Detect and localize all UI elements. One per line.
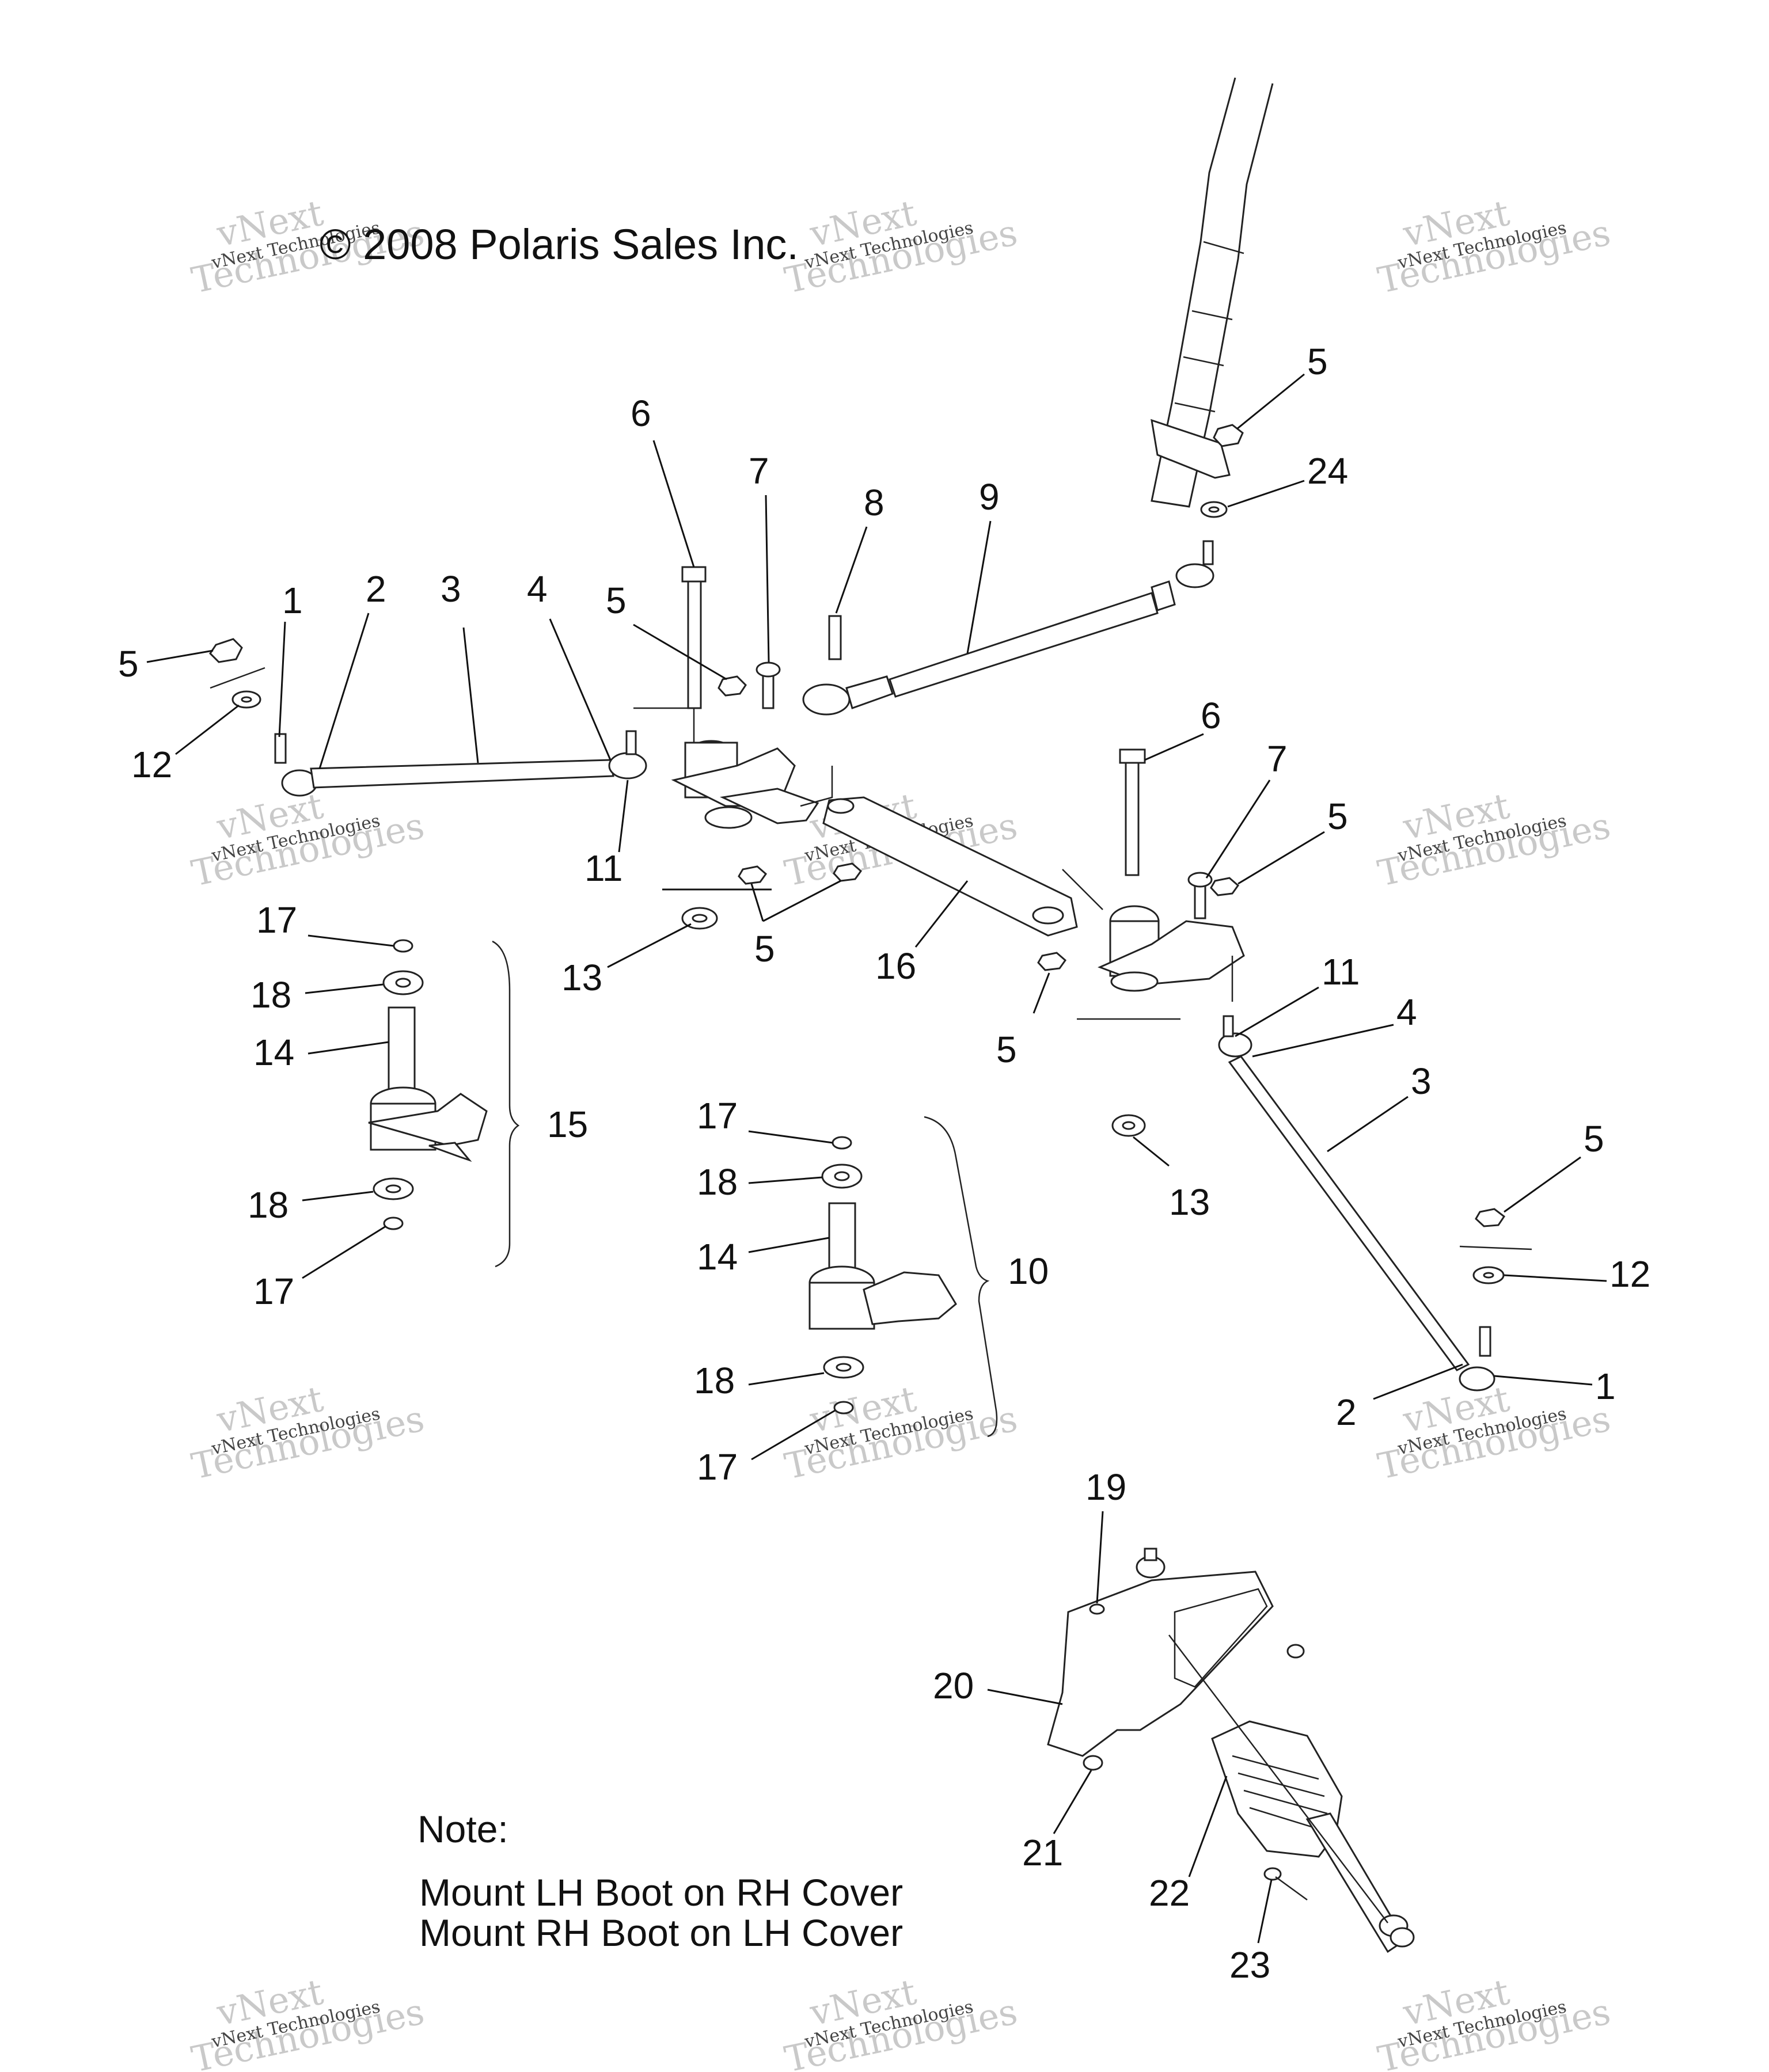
callout-5: 5 <box>754 928 775 970</box>
note-line-1: Mount LH Boot on RH Cover <box>419 1871 903 1914</box>
callout-7: 7 <box>749 450 769 492</box>
callout-5: 5 <box>1584 1118 1604 1159</box>
callout-11: 11 <box>1322 951 1360 993</box>
callout-18: 18 <box>694 1360 735 1401</box>
callout-labels: 1 2 3 4 5 12 11 6 5 7 8 9 5 <box>118 341 1650 1986</box>
callout-14: 14 <box>253 1032 294 1073</box>
right-tie-rod <box>1218 1015 1495 1392</box>
left-idler-arm <box>633 707 833 829</box>
callout-1: 1 <box>282 580 303 621</box>
watermark: vNext Technologies vNext Technologies <box>188 192 428 302</box>
callout-12: 12 <box>131 744 172 785</box>
callout-6: 6 <box>631 393 651 434</box>
assembly-note: Note: Mount LH Boot on RH Cover Mount RH… <box>417 1808 903 1954</box>
watermark: vNext Technologies vNext Technologies <box>1374 785 1614 895</box>
callout-15: 15 <box>547 1104 588 1145</box>
callout-18: 18 <box>697 1161 738 1203</box>
watermark: vNext Technologies vNext Technologies <box>781 1971 1021 2072</box>
note-heading: Note: <box>417 1808 508 1850</box>
callout-11: 11 <box>584 847 622 889</box>
callout-3: 3 <box>1411 1060 1432 1102</box>
callout-5: 5 <box>1327 796 1348 837</box>
upper-drag-link <box>802 540 1214 716</box>
callout-12: 12 <box>1609 1253 1650 1295</box>
steering-rack-boot <box>1047 1548 1415 1953</box>
callout-17: 17 <box>256 899 297 941</box>
callout-10: 10 <box>1008 1250 1049 1292</box>
callout-5: 5 <box>996 1029 1017 1070</box>
fasteners <box>209 424 1532 1284</box>
callout-5: 5 <box>606 580 627 621</box>
callout-21: 21 <box>1022 1832 1063 1873</box>
callout-14: 14 <box>697 1236 738 1278</box>
callout-2: 2 <box>1336 1392 1357 1433</box>
watermark: vNext Technologies vNext Technologies <box>1374 1971 1614 2072</box>
callout-8: 8 <box>864 482 884 523</box>
watermark: vNext Technologies vNext Technologies <box>781 1378 1021 1488</box>
left-tie-rod <box>274 730 647 797</box>
callout-17: 17 <box>253 1271 294 1312</box>
callout-13: 13 <box>1169 1181 1210 1223</box>
watermark: vNext Technologies vNext Technologies <box>188 1378 428 1488</box>
callout-13: 13 <box>561 957 602 998</box>
callout-2: 2 <box>366 568 386 610</box>
callout-7: 7 <box>1267 738 1288 780</box>
callout-19: 19 <box>1085 1466 1126 1508</box>
callout-24: 24 <box>1307 450 1348 492</box>
callout-5: 5 <box>1307 341 1328 382</box>
center-drag-link <box>822 796 1103 937</box>
idler-assembly-15 <box>368 939 520 1268</box>
callout-4: 4 <box>1396 991 1417 1033</box>
callout-3: 3 <box>441 568 461 610</box>
watermark: vNext Technologies vNext Technologies <box>188 1971 428 2072</box>
callout-18: 18 <box>248 1184 288 1226</box>
note-line-2: Mount RH Boot on LH Cover <box>419 1911 903 1954</box>
callout-1: 1 <box>1595 1366 1616 1407</box>
callout-20: 20 <box>933 1665 974 1706</box>
right-idler-arm <box>1077 905 1245 1020</box>
callout-18: 18 <box>250 974 291 1016</box>
callout-22: 22 <box>1149 1872 1190 1914</box>
watermark: vNext Technologies vNext Technologies <box>1374 192 1614 302</box>
watermark: vNext Technologies vNext Technologies <box>781 192 1021 302</box>
callout-6: 6 <box>1201 695 1221 736</box>
steering-column <box>1151 77 1274 508</box>
callout-9: 9 <box>979 476 1000 518</box>
callout-17: 17 <box>697 1095 738 1136</box>
callout-16: 16 <box>875 945 916 987</box>
callout-17: 17 <box>697 1446 738 1488</box>
callout-5: 5 <box>118 643 139 685</box>
copyright-text: © 2008 Polaris Sales Inc. <box>320 220 799 268</box>
callout-4: 4 <box>527 568 548 610</box>
idler-assembly-10 <box>808 1116 998 1438</box>
callout-23: 23 <box>1229 1944 1270 1986</box>
